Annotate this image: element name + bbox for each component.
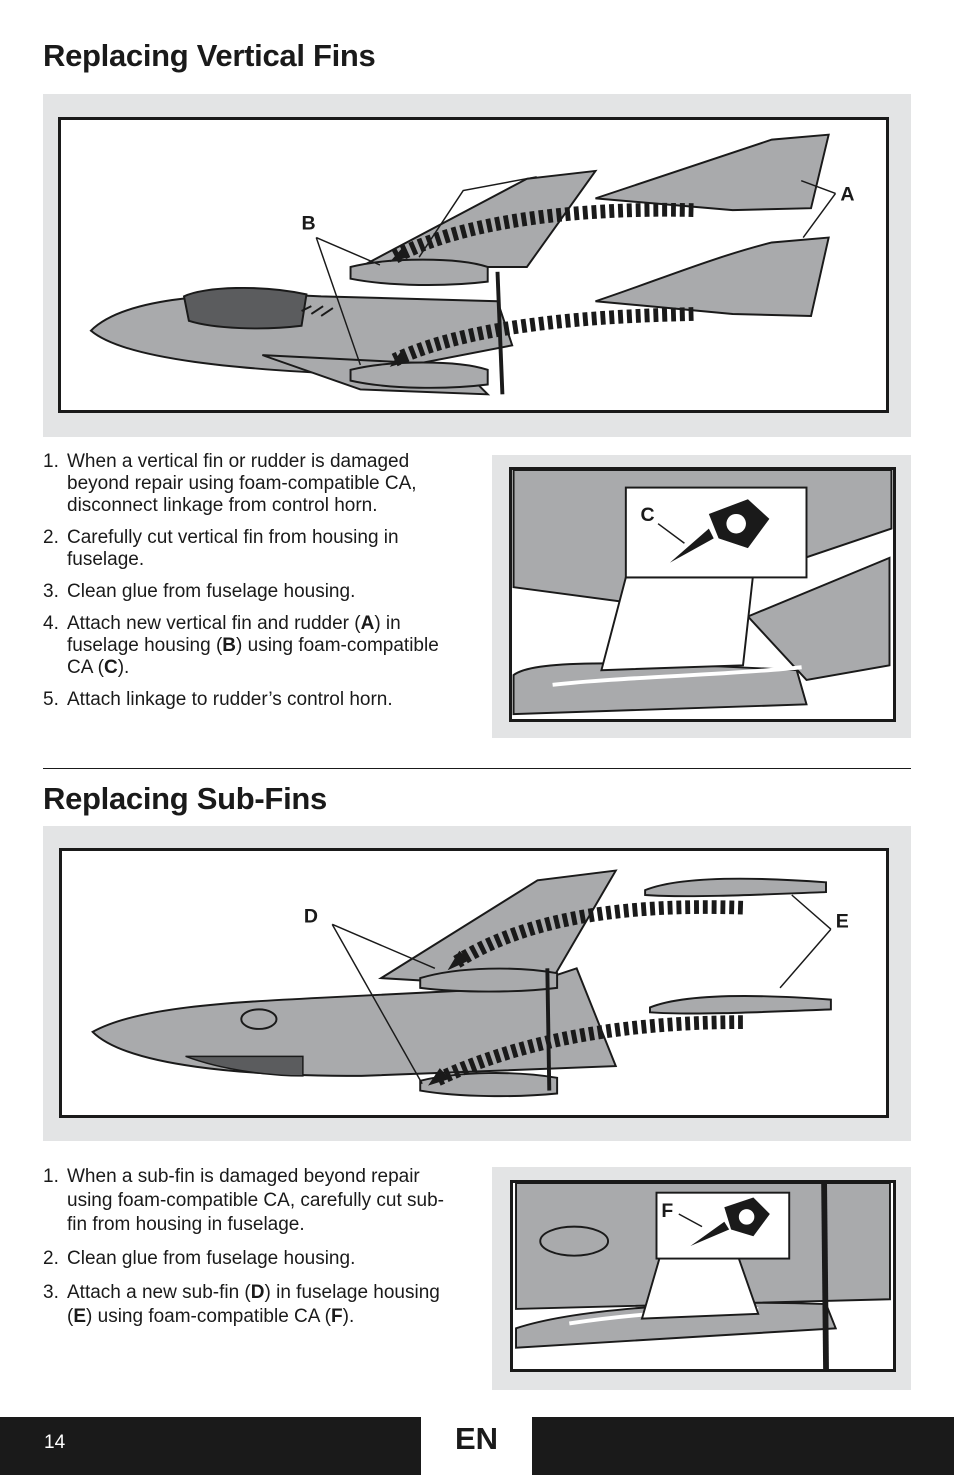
illustration-sub-fins: D E	[59, 848, 889, 1118]
illustration-vertical-fins: B A	[58, 117, 889, 413]
vertical-fins-steps: 1.When a vertical fin or rudder is damag…	[43, 451, 463, 721]
detail-illustration-c: C	[509, 467, 896, 722]
detail-panel-ca-sub: F	[492, 1167, 911, 1390]
list-item: 1.When a vertical fin or rudder is damag…	[43, 451, 417, 516]
ca-application-detail-f: F	[515, 1183, 891, 1369]
vertical-fins-diagram: B A	[89, 133, 855, 396]
list-item: 1.When a sub-fin is damaged beyond repai…	[43, 1166, 444, 1235]
callout-c: C	[640, 504, 654, 526]
page-number: 14	[44, 1432, 66, 1453]
callout-d: D	[304, 905, 318, 927]
list-item: 4.Attach new vertical fin and rudder (A)…	[43, 613, 439, 678]
callout-f: F	[661, 1200, 673, 1222]
detail-illustration-f: F	[510, 1180, 896, 1372]
section-divider	[43, 768, 911, 769]
sub-fins-steps: 1.When a sub-fin is damaged beyond repai…	[43, 1165, 463, 1339]
section-title-vertical-fins: Replacing Vertical Fins	[43, 38, 376, 73]
detail-panel-ca-vertical: C	[492, 455, 911, 738]
list-item: 3.Attach a new sub-fin (D) in fuselage h…	[43, 1282, 440, 1327]
list-item: 2.Carefully cut vertical fin from housin…	[43, 527, 399, 570]
section-title-sub-fins: Replacing Sub-Fins	[43, 781, 327, 816]
callout-e: E	[836, 910, 849, 932]
list-item: 5.Attach linkage to rudder’s control hor…	[43, 689, 393, 710]
language-tab: EN	[454, 1421, 499, 1456]
footer-bar-left	[0, 1417, 421, 1475]
callout-a: A	[840, 183, 854, 205]
callout-b: B	[302, 213, 316, 235]
figure-panel-sub-fins: D E	[43, 826, 911, 1141]
list-item: 3.Clean glue from fuselage housing.	[43, 581, 356, 602]
figure-panel-vertical-fins: B A	[43, 94, 911, 437]
footer-bar-right	[532, 1417, 954, 1475]
sub-fins-diagram: D E	[91, 869, 849, 1098]
ca-application-detail-c: C	[512, 470, 893, 716]
list-item: 2.Clean glue from fuselage housing.	[43, 1248, 356, 1269]
